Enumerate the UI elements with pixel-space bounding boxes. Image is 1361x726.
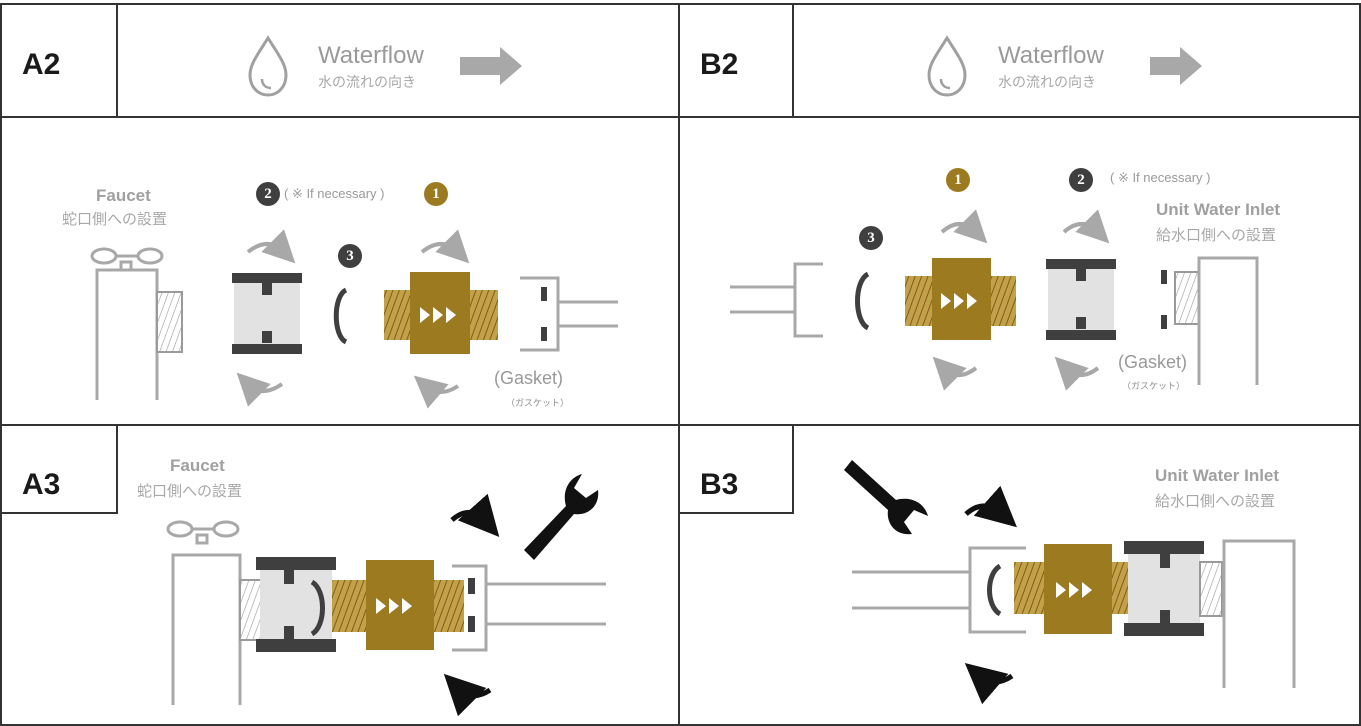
step-number-badge: 1: [946, 168, 970, 192]
step-number-badge: 2: [1069, 168, 1093, 192]
arrow-right-icon: [1150, 47, 1202, 85]
rotate-arrow-icon: [940, 209, 988, 244]
rotate-arrow-icon: [236, 372, 284, 407]
inlet-title: Unit Water Inlet: [1156, 200, 1281, 219]
filter-unit-1: [1014, 544, 1142, 634]
rotate-arrow-icon: [964, 662, 1014, 705]
adapter-part-2: [232, 273, 302, 354]
gasket-part-3: [333, 287, 348, 345]
filter-unit-1: [905, 258, 1016, 340]
adapter-part-2: [1124, 541, 1204, 636]
faucet-thread: [239, 579, 263, 641]
rotate-arrow-icon: [246, 229, 296, 264]
adapter-part-2: [256, 557, 336, 652]
hose-connector: [520, 276, 618, 352]
gasket-label-ja: （ガスケット）: [506, 398, 570, 408]
faucet-thread: [156, 291, 183, 353]
hose-connector: [730, 262, 823, 338]
gasket-label: (Gasket): [494, 368, 564, 388]
filter-unit-1: [332, 560, 464, 650]
rotate-arrow-icon: [420, 229, 470, 264]
rotate-arrow-icon: [932, 356, 978, 391]
filter-unit-1: [384, 272, 498, 354]
hose-connector: [452, 564, 606, 652]
water-drop-icon: [248, 35, 288, 97]
step-label-a2: A2: [22, 48, 61, 81]
gasket-label: (Gasket): [1118, 352, 1188, 372]
faucet-title: Faucet: [170, 456, 225, 475]
wrench-icon: [844, 460, 928, 535]
rotate-arrow-icon: [443, 673, 492, 717]
gasket-part-3: [987, 563, 1002, 617]
faucet-title: Faucet: [96, 186, 151, 205]
step-label-a3: A3: [22, 468, 61, 501]
inlet-subtitle: 給水口側への設置: [1156, 227, 1277, 244]
faucet-illustration: [166, 520, 242, 705]
water-drop-icon: [927, 35, 967, 97]
wrench-icon: [524, 474, 599, 560]
faucet-subtitle: 蛇口側への設置: [137, 483, 243, 500]
step-number-badge: 1: [424, 182, 448, 206]
waterflow-label-ja: 水の流れの向き: [318, 74, 416, 90]
step-number-badge: 3: [338, 244, 362, 268]
step-number-badge: 3: [859, 226, 883, 250]
unit-inlet-illustration: [1161, 256, 1259, 385]
gasket-part-3: [855, 271, 870, 331]
arrow-right-icon: [460, 47, 522, 85]
gasket-label-ja: （ガスケット）: [1122, 381, 1186, 391]
if-necessary-note: ( ※ If necessary ): [284, 186, 385, 201]
step-label-b2: B2: [700, 48, 739, 81]
if-necessary-note: ( ※ If necessary ): [1110, 170, 1211, 185]
step-label-b3: B3: [700, 468, 739, 501]
unit-inlet-illustration: [1199, 539, 1296, 688]
step-number-badge: 2: [256, 182, 280, 206]
panel-borders: [0, 3, 1361, 726]
waterflow-label: Waterflow: [998, 42, 1104, 69]
rotate-arrow-icon: [1062, 209, 1110, 244]
rotate-arrow-icon: [450, 493, 500, 537]
waterflow-label-ja: 水の流れの向き: [998, 74, 1096, 90]
faucet-illustration: [90, 247, 164, 400]
rotate-arrow-icon: [413, 375, 460, 409]
rotate-arrow-icon: [964, 485, 1017, 528]
hose-connector: [852, 546, 1026, 634]
rotate-arrow-icon: [1054, 356, 1100, 391]
inlet-subtitle: 給水口側への設置: [1155, 493, 1276, 510]
waterflow-label: Waterflow: [318, 42, 424, 69]
faucet-subtitle: 蛇口側への設置: [62, 211, 168, 228]
inlet-title: Unit Water Inlet: [1155, 466, 1280, 485]
adapter-part-2: [1046, 259, 1116, 340]
